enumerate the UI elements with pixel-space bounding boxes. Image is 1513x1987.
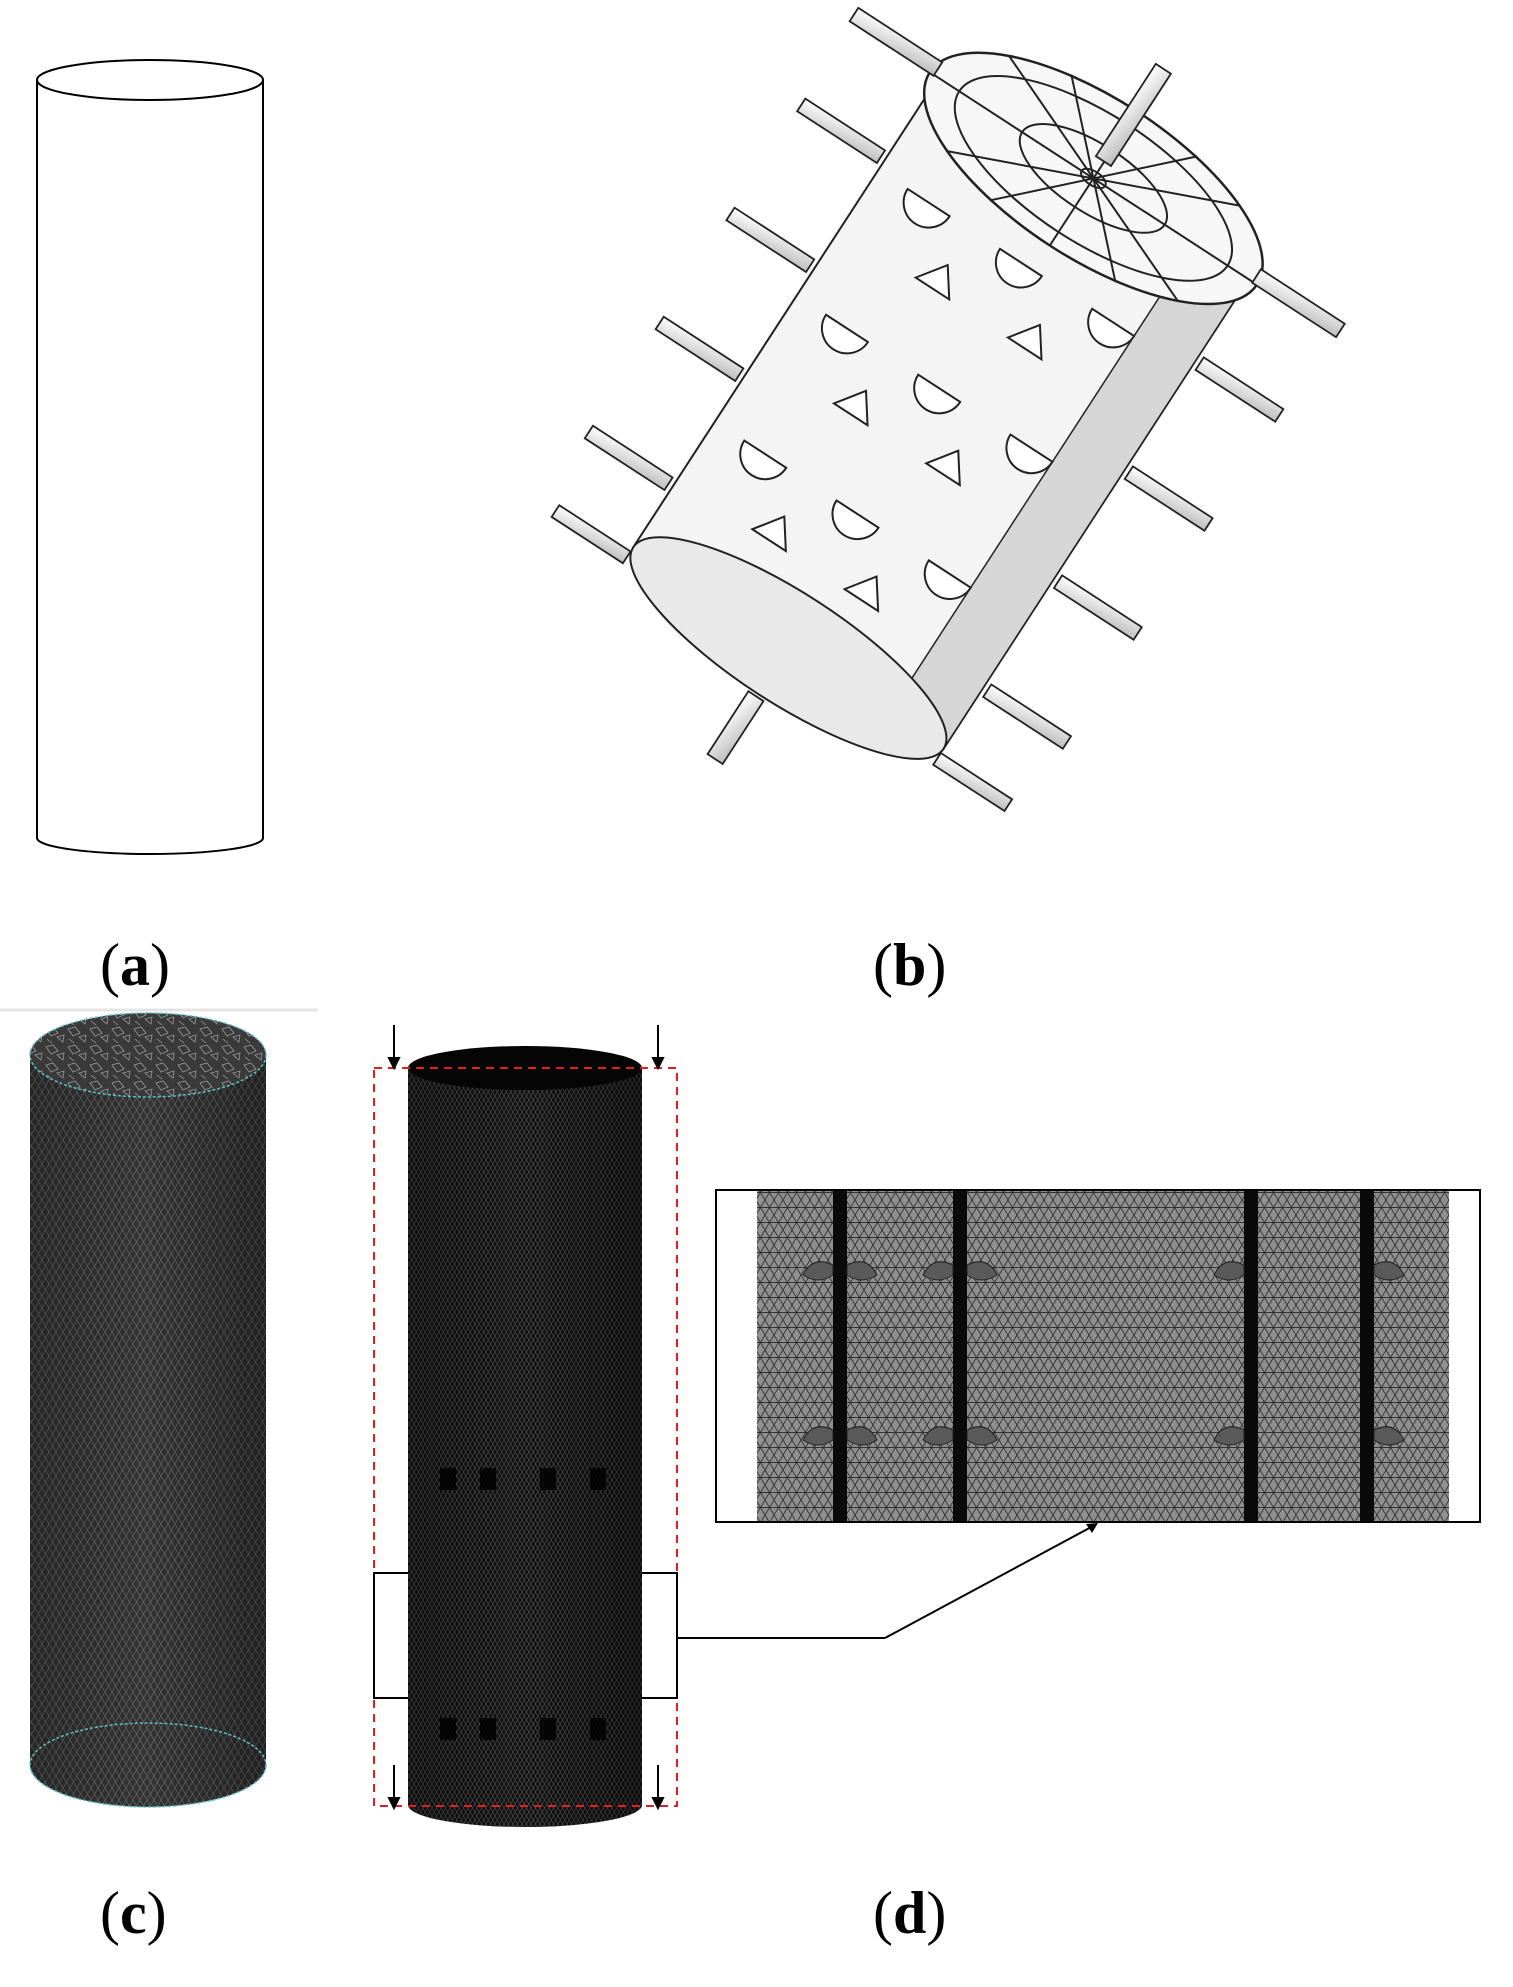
domain-boundary-dashed [373, 1067, 678, 1807]
cylinder-top-ellipse [36, 59, 264, 101]
cylinder-bottom-arc [36, 837, 264, 855]
panel-label-b: (b) [873, 932, 947, 998]
panel-b-impeller [550, 6, 1347, 813]
panel-label-c: (c) [100, 1880, 167, 1946]
panel-d-meshed-cylinder [373, 1025, 1481, 1827]
mesh-top-face [29, 1012, 267, 1098]
zoom-mesh [757, 1191, 1449, 1521]
panel-c-meshed-cylinder [0, 1008, 318, 1808]
zoom-selection [373, 1524, 1096, 1699]
flow-arrows [387, 1025, 665, 1811]
mesh-cylinder-dark-top [408, 1046, 642, 1090]
zoom-inset [715, 1189, 1481, 1523]
mesh-bottom-edge [29, 1722, 267, 1808]
impeller-blades [550, 6, 1347, 813]
panel-a-cylinder [36, 59, 264, 855]
panel-label-d: (d) [873, 1880, 947, 1946]
panel-label-a: (a) [100, 932, 170, 998]
impeller-openings [739, 187, 1136, 613]
